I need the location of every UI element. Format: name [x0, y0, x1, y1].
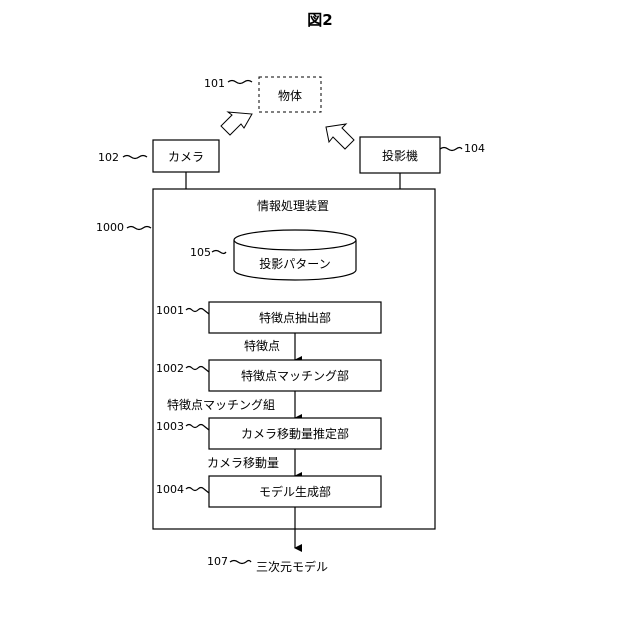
flow-label-feature-points: 特徴点	[244, 338, 280, 353]
model-generation-ref: 1004	[156, 483, 184, 496]
projector-label: 投影機	[382, 148, 418, 163]
projector-ref: 104	[464, 142, 485, 155]
camera-motion-label: カメラ移動量推定部	[241, 426, 349, 441]
camera-label: カメラ	[168, 150, 204, 164]
object-ref: 101	[204, 77, 225, 90]
output-leader	[230, 561, 251, 564]
info-device-leader	[127, 227, 151, 230]
feature-matching-label: 特徴点マッチング部	[241, 368, 349, 383]
flow-label-matching-pairs: 特徴点マッチング組	[167, 397, 275, 412]
projector-leader	[440, 148, 462, 151]
projector-to-object-arrow	[326, 124, 354, 149]
feature-matching-ref: 1002	[156, 362, 184, 375]
output-ref: 107	[207, 555, 228, 568]
camera-leader	[123, 156, 147, 159]
output-label: 三次元モデル	[256, 559, 328, 574]
object-to-camera-arrow	[221, 112, 252, 135]
pattern-db-label: 投影パターン	[259, 256, 330, 271]
feature-extraction-ref: 1001	[156, 304, 184, 317]
figure-title: 図2	[307, 11, 332, 29]
object-label: 物体	[278, 89, 302, 103]
feature-extraction-label: 特徴点抽出部	[259, 310, 331, 325]
camera-motion-ref: 1003	[156, 420, 184, 433]
object-leader	[228, 81, 252, 84]
info-device-ref: 1000	[96, 221, 124, 234]
model-generation-label: モデル生成部	[259, 484, 331, 499]
info-device-label: 情報処理装置	[257, 199, 329, 213]
pattern-database	[234, 230, 356, 280]
camera-ref: 102	[98, 151, 119, 164]
flow-label-camera-motion: カメラ移動量	[207, 456, 279, 470]
pattern-db-ref: 105	[190, 246, 211, 259]
